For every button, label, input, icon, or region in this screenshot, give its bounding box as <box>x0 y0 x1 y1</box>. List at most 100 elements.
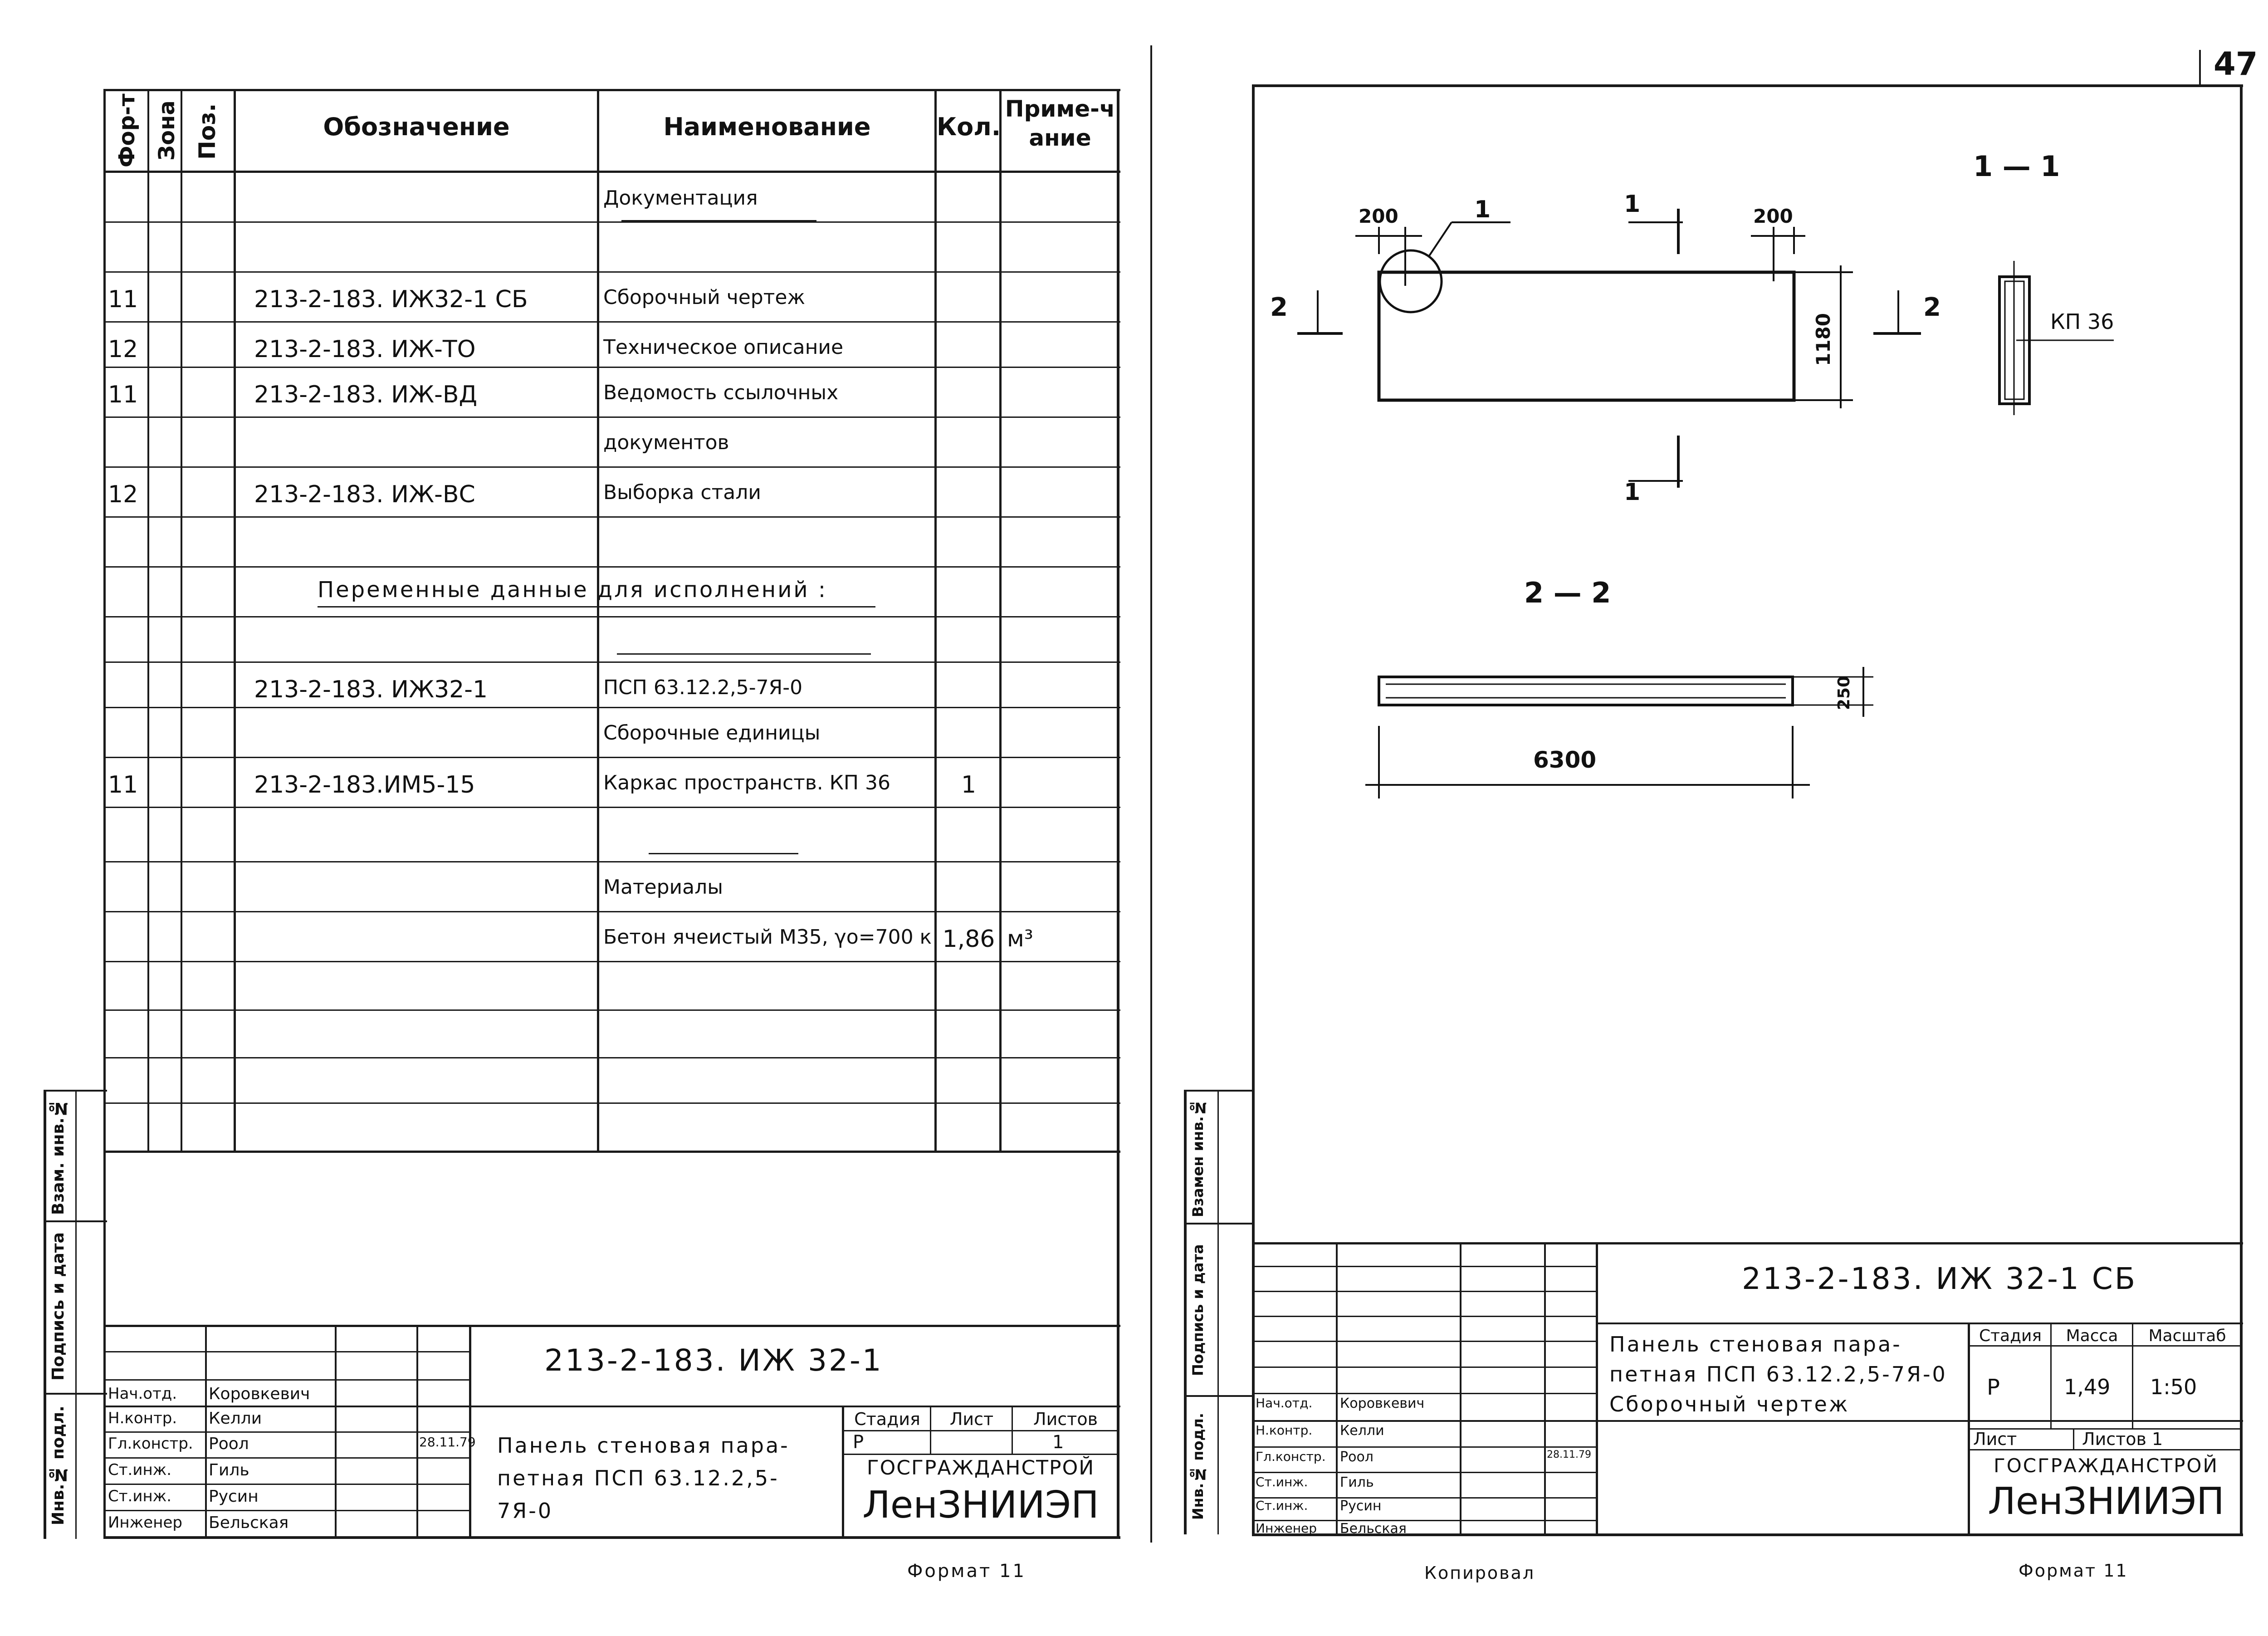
right-scale: 1:50 <box>2150 1375 2197 1399</box>
row-line <box>103 961 1120 962</box>
left-stage-label: Стадия <box>854 1409 920 1429</box>
signature-role: Нач.отд. <box>1256 1396 1313 1411</box>
col-line <box>147 89 149 1151</box>
signature-name: Русин <box>209 1487 259 1506</box>
row-format: 11 <box>108 771 138 798</box>
signature-date: 28.11.79 <box>1547 1449 1591 1460</box>
tb-line <box>103 1510 471 1511</box>
row-name: ПСП 63.12.2,5-7Я-0 <box>603 676 803 699</box>
col-line <box>181 89 182 1151</box>
row-designation: 213-2-183. ИЖ32-1 СБ <box>254 286 528 313</box>
rtb-col <box>1336 1242 1338 1535</box>
right-format-footer: Формат 11 <box>2019 1561 2128 1581</box>
signature-name: Бельская <box>209 1514 289 1532</box>
signature-role: Гл.констр. <box>108 1435 193 1453</box>
tb-col <box>205 1325 207 1538</box>
variable-data-underline <box>318 606 875 607</box>
signature-name: Роол <box>1340 1449 1374 1465</box>
signature-name: Роол <box>209 1435 249 1453</box>
rtb-line <box>1597 1323 2243 1324</box>
left-frame-left <box>103 89 106 1539</box>
header-name: Наименование <box>663 113 871 141</box>
left-sheets: 1 <box>1052 1432 1064 1453</box>
row-line <box>103 616 1120 617</box>
variable-data-title: Переменные данные для исполнений : <box>318 577 828 602</box>
header-note: Приме-чание <box>1005 96 1115 151</box>
rtb-line <box>1252 1367 1597 1368</box>
left-frame-right <box>1117 89 1119 1539</box>
row-format: 12 <box>108 336 138 363</box>
table-bottom-line <box>103 1151 1120 1153</box>
dim-1180: 1180 <box>1812 313 1834 366</box>
page-number: 47 <box>2214 45 2258 83</box>
tb-line <box>103 1457 471 1459</box>
row-format: 11 <box>108 381 138 408</box>
dim-200-left: 200 <box>1359 205 1398 227</box>
signature-role: Н.контр. <box>1256 1423 1313 1438</box>
signature-date: 28.11.79 <box>419 1435 476 1450</box>
row-name: Бетон ячеистый М35, γо=700 кг/м³ <box>603 926 932 949</box>
tb-line <box>842 1454 1119 1455</box>
right-org2: ЛенЗНИИЭП <box>1988 1480 2224 1523</box>
row-line <box>103 1102 1120 1104</box>
row-line <box>103 707 1120 708</box>
tb-line <box>103 1431 471 1433</box>
row-name: Выборка стали <box>603 481 761 504</box>
cut-2-right: 2 <box>1923 293 1941 322</box>
rtb-col <box>1596 1242 1598 1535</box>
row-line <box>103 516 1120 518</box>
right-sheets-label: Листов 1 <box>2082 1429 2163 1449</box>
rtb-line <box>1252 1497 1597 1499</box>
right-frame-top <box>1252 84 2243 87</box>
row-line <box>103 757 1120 758</box>
signature-role: Инженер <box>108 1514 182 1532</box>
rtb-line <box>1252 1446 1597 1448</box>
rtb-line <box>1968 1345 2242 1347</box>
left-format-footer: Формат 11 <box>907 1561 1026 1582</box>
col-line <box>597 89 599 1151</box>
row-line <box>103 271 1120 273</box>
right-stage-label: Стадия <box>1979 1327 2042 1345</box>
left-stage: Р <box>853 1432 864 1453</box>
rtb-line <box>1252 1291 1597 1292</box>
row-line <box>103 416 1120 418</box>
row-designation: 213-2-183. ИЖ-ВС <box>254 481 475 508</box>
signature-role: Нач.отд. <box>108 1385 177 1403</box>
signature-name: Гиль <box>209 1461 249 1479</box>
side-strip-left <box>44 1090 46 1539</box>
row-line <box>103 807 1120 808</box>
row-qty: 1 <box>961 771 977 798</box>
signature-role: Ст.инж. <box>108 1461 172 1479</box>
tb-col <box>416 1325 418 1538</box>
center-fold <box>1150 45 1152 1543</box>
r-side-strip-top <box>1184 1090 1254 1092</box>
tb-col <box>1012 1406 1013 1455</box>
row-name: Техническое описание <box>603 336 844 359</box>
row-name: Сборочные единицы <box>603 721 821 745</box>
r-side-label-vzam: Взамен инв.№ <box>1189 1099 1207 1217</box>
rtb-line <box>1252 1341 1597 1342</box>
tb-line <box>103 1379 471 1381</box>
tb-top <box>103 1325 1120 1327</box>
rtb-line <box>1252 1472 1597 1473</box>
signature-name: Бельская <box>1340 1521 1407 1537</box>
row-name: Материалы <box>603 876 723 899</box>
side-strip-mid <box>75 1090 77 1539</box>
row-note: м³ <box>1007 926 1033 952</box>
kp-label: КП 36 <box>2050 309 2114 334</box>
rtb-col <box>1544 1242 1546 1535</box>
signature-name: Келли <box>1340 1423 1384 1439</box>
signature-name: Коровкевич <box>1340 1396 1425 1411</box>
right-sheet-label: Лист <box>1973 1429 2017 1449</box>
dim-250: 250 <box>1835 676 1853 710</box>
tb-line <box>103 1484 471 1485</box>
left-title: Панель стеновая пара-петная ПСП 63.12.2,… <box>497 1433 790 1523</box>
heading-underline <box>617 653 871 655</box>
callout-circle <box>1378 249 1443 313</box>
rtb-col <box>2073 1428 2074 1450</box>
col-line <box>934 89 937 1151</box>
right-frame-right <box>2240 84 2243 1536</box>
tb-line <box>842 1430 1119 1431</box>
cut-1-bottom: 1 <box>1624 479 1641 506</box>
